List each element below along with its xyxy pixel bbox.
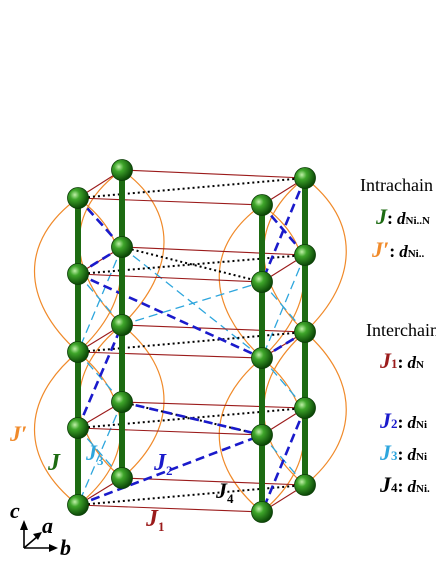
ni-atom	[111, 391, 133, 413]
ni-atom	[251, 271, 273, 293]
legend-row-j1: J1: dN	[380, 348, 424, 373]
label-j4: J4	[215, 478, 234, 506]
ni-atom	[294, 321, 316, 343]
j4-bonds	[77, 177, 306, 506]
legend-row-j4: J4: dNi.	[380, 472, 430, 497]
ni-atom	[294, 244, 316, 266]
ni-atom	[111, 159, 133, 181]
ni-atom	[67, 494, 89, 516]
legend-row-j: J: dNi..N	[376, 204, 430, 229]
legend-interchain-title: Interchain	[366, 320, 436, 340]
ni-atom	[294, 167, 316, 189]
ni-atom	[251, 347, 273, 369]
label-j1: J1	[145, 506, 165, 534]
ni-atom	[67, 263, 89, 285]
axis-a-label: a	[42, 513, 53, 538]
ni-atom	[251, 501, 273, 523]
legend-row-j2: J2: dNi	[380, 408, 427, 433]
legend-row-j3: J3: dNi	[380, 440, 427, 465]
ni-atom	[294, 397, 316, 419]
ni-atom	[111, 467, 133, 489]
ni-atoms	[67, 159, 316, 523]
legend-row-j-prime: J′: dNi..	[372, 237, 425, 262]
ni-atom	[111, 314, 133, 336]
ni-atom	[67, 187, 89, 209]
j1-bonds	[77, 169, 306, 513]
ni-atom	[294, 474, 316, 496]
label-j: J	[47, 450, 61, 476]
label-j3: J3	[85, 440, 104, 468]
label-j-prime: J′	[9, 421, 27, 446]
ni-atom	[251, 194, 273, 216]
ni-atom	[111, 236, 133, 258]
ni-atom	[251, 424, 273, 446]
axis-b-label: b	[60, 535, 71, 560]
ni-atom	[67, 417, 89, 439]
label-j2: J2	[153, 450, 173, 478]
j2-bonds	[76, 177, 307, 513]
legend-intrachain-title: Intrachain	[360, 175, 433, 195]
j-chains	[75, 167, 308, 515]
axes-indicator: c a b	[10, 498, 71, 560]
axis-c-label: c	[10, 498, 20, 523]
ni-atom	[67, 341, 89, 363]
